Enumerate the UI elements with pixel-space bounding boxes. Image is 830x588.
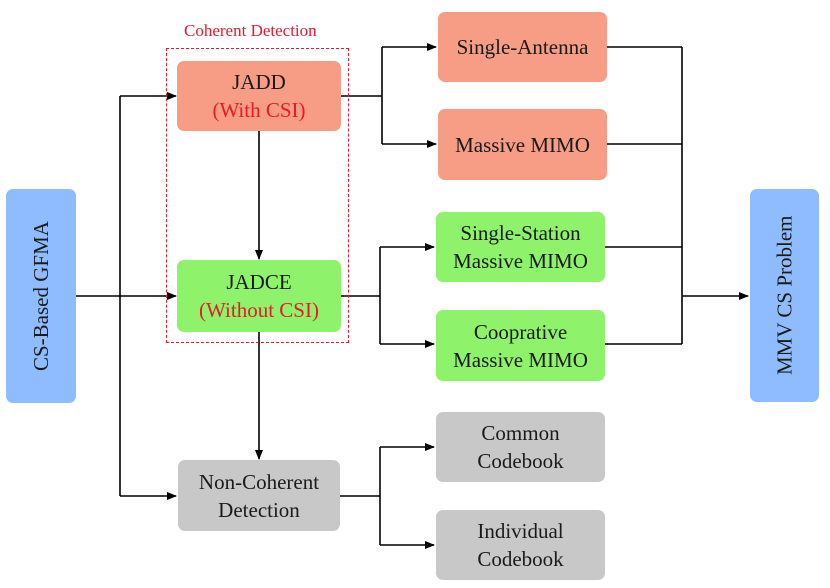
single-antenna-label: Single-Antenna [456, 35, 589, 59]
individual-codebook-node: Individual Codebook [436, 510, 605, 580]
cooprative-node: Cooprative Massive MIMO [436, 310, 605, 381]
single-station-line2: Massive MIMO [453, 249, 588, 273]
jadd-title: JADD [232, 70, 286, 94]
noncoherent-node: Non-Coherent Detection [178, 460, 340, 531]
common-codebook-node: Common Codebook [436, 412, 605, 482]
common-codebook-line2: Codebook [477, 449, 564, 473]
mmv-cs-problem-node: MMV CS Problem [750, 189, 819, 402]
massive-mimo-node: Massive MIMO [438, 109, 607, 180]
jadce-title: JADCE [226, 270, 292, 294]
jadd-subtitle: (With CSI) [212, 98, 306, 122]
jadd-node: JADD (With CSI) [177, 61, 341, 131]
single-station-node: Single-Station Massive MIMO [436, 212, 605, 282]
individual-codebook-line2: Codebook [477, 547, 564, 571]
jadce-subtitle: (Without CSI) [199, 298, 319, 322]
coherent-detection-frame [166, 48, 349, 343]
cooprative-line1: Cooprative [473, 319, 568, 344]
single-antenna-node: Single-Antenna [438, 12, 607, 82]
noncoherent-line2: Detection [218, 497, 300, 522]
cooprative-line2: Massive MIMO [453, 347, 588, 372]
massive-mimo-label: Massive MIMO [455, 132, 590, 157]
common-codebook-line1: Common [481, 421, 560, 445]
single-station-line1: Single-Station [460, 221, 581, 245]
mmv-cs-problem-label: MMV CS Problem [772, 215, 797, 376]
jadce-node: JADCE (Without CSI) [177, 260, 341, 332]
individual-codebook-line1: Individual [477, 519, 564, 543]
cs-gfma-label: CS-Based GFMA [29, 221, 53, 371]
noncoherent-line1: Non-Coherent [198, 469, 320, 494]
coherent-detection-caption: Coherent Detection [184, 21, 317, 40]
cs-gfma-node: CS-Based GFMA [6, 189, 76, 403]
